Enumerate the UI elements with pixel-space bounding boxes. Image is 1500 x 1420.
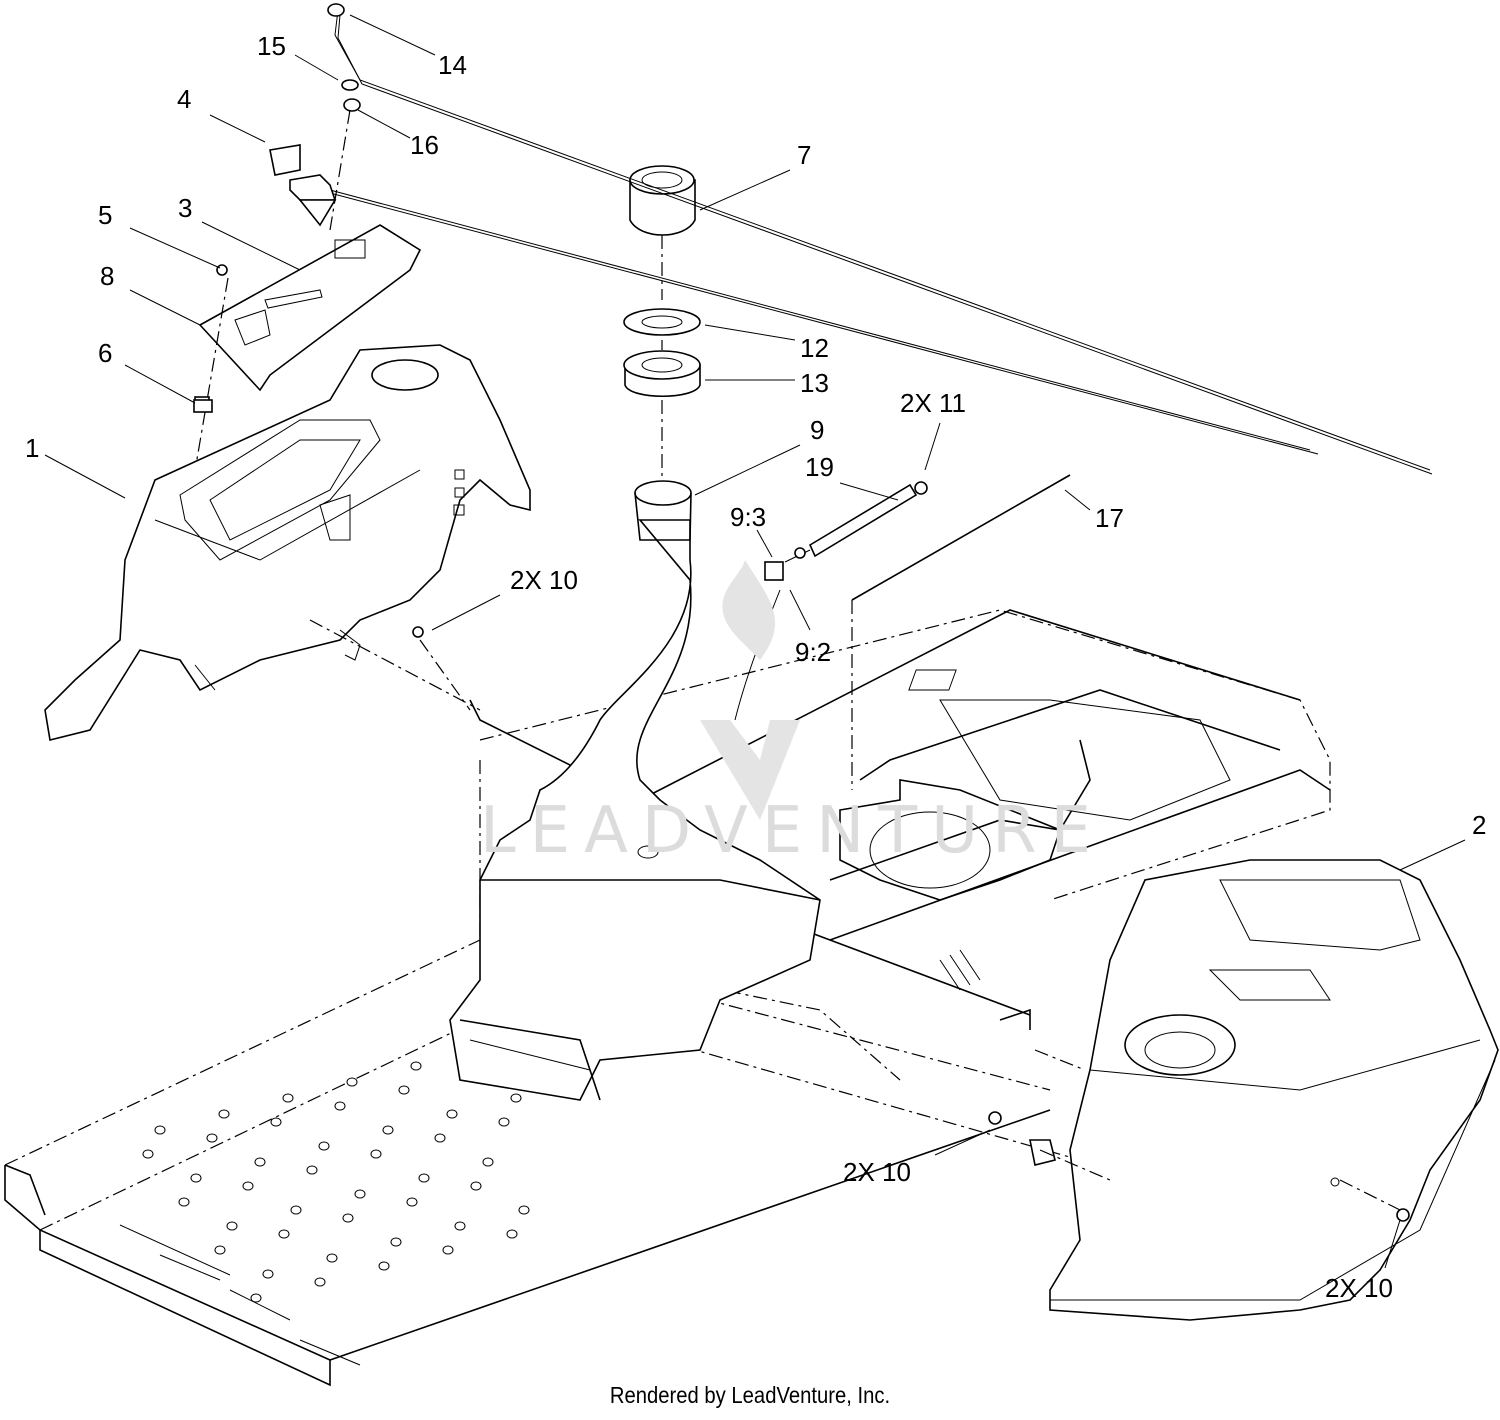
callout-9-3: 9:3 <box>730 502 766 532</box>
floor-hole <box>406 1197 418 1207</box>
vent-hose <box>784 481 928 563</box>
floor-hole <box>390 1237 402 1247</box>
left-console <box>44 344 531 741</box>
watermark-logo-icon <box>700 720 800 820</box>
floor-hole <box>346 1077 358 1087</box>
callout-1: 1 <box>25 433 39 463</box>
floor-hole <box>506 1229 518 1239</box>
floor-hole <box>434 1133 446 1143</box>
watermark-flame-icon <box>722 560 776 660</box>
floor-hole <box>306 1165 318 1175</box>
floor-hole <box>262 1269 274 1279</box>
floor-hole <box>418 1173 430 1183</box>
floor-hole <box>482 1157 494 1167</box>
callout-5: 5 <box>98 200 112 230</box>
floor-hole <box>318 1141 330 1151</box>
callout-8: 8 <box>100 261 114 291</box>
callout-7: 7 <box>797 140 811 170</box>
floor-hole <box>446 1109 458 1119</box>
callout-16: 16 <box>410 130 439 160</box>
callout-17: 17 <box>1095 503 1124 533</box>
floor-hole <box>378 1261 390 1271</box>
callout-9: 9 <box>810 415 824 445</box>
floor-hole <box>382 1125 394 1135</box>
floor-hole <box>342 1213 354 1223</box>
floor-hole <box>370 1149 382 1159</box>
fuel-cap <box>629 165 696 236</box>
floor-hole <box>442 1245 454 1255</box>
callout-9-2: 9:2 <box>795 637 831 667</box>
lever <box>269 144 337 227</box>
floor-hole <box>226 1221 238 1231</box>
callout-19: 19 <box>805 452 834 482</box>
clip-6 <box>193 399 213 413</box>
floor-hole <box>254 1157 266 1167</box>
floor-hole <box>398 1085 410 1095</box>
floor-hole <box>326 1253 338 1263</box>
callout-4: 4 <box>177 84 191 114</box>
callout-13: 13 <box>800 368 829 398</box>
rod-17 <box>851 474 1071 790</box>
cables <box>327 3 1433 475</box>
floor-hole <box>498 1117 510 1127</box>
floor-hole <box>250 1293 262 1303</box>
fuel-tank <box>449 480 821 1101</box>
callout-6: 6 <box>98 338 112 368</box>
floor-hole <box>206 1133 218 1143</box>
watermark: LEADVENTURE <box>480 560 1105 868</box>
floor-hole <box>242 1181 254 1191</box>
floor-hole <box>518 1205 530 1215</box>
hardware <box>193 264 1410 1222</box>
floor-hole <box>190 1173 202 1183</box>
callouts: 15 14 4 16 7 5 3 8 12 13 6 2X 11 9 1 19 … <box>25 31 1486 1303</box>
callout-2: 2 <box>1472 810 1486 840</box>
grommet-13 <box>623 350 701 398</box>
callout-3: 3 <box>178 193 192 223</box>
floor-hole <box>214 1245 226 1255</box>
floor-hole <box>290 1205 302 1215</box>
floor-hole <box>142 1149 154 1159</box>
gasket-12 <box>623 308 701 336</box>
floor-hole <box>314 1277 326 1287</box>
floor-hole <box>178 1197 190 1207</box>
callout-14: 14 <box>438 50 467 80</box>
callout-2x-10-a: 2X 10 <box>510 565 578 595</box>
floor-hole <box>470 1181 482 1191</box>
floor-hole <box>154 1125 166 1135</box>
callout-15: 15 <box>257 31 286 61</box>
callout-2x-10-b: 2X 10 <box>843 1157 911 1187</box>
floor-hole <box>218 1109 230 1119</box>
floor-plate-holes <box>142 1045 530 1303</box>
floor-hole <box>282 1093 294 1103</box>
watermark-text: LEADVENTURE <box>480 794 1105 868</box>
control-panel <box>189 224 422 501</box>
floor-hole <box>510 1093 522 1103</box>
footer-credit: Rendered by LeadVenture, Inc. <box>609 1382 891 1408</box>
floor-hole <box>410 1061 422 1071</box>
floor-hole <box>278 1229 290 1239</box>
right-console <box>1029 859 1499 1321</box>
callout-2x-11: 2X 11 <box>900 388 966 418</box>
floor-hole <box>454 1221 466 1231</box>
floor-hole <box>334 1101 346 1111</box>
floor-hole <box>354 1189 366 1199</box>
callout-12: 12 <box>800 333 829 363</box>
callout-2x-10-c: 2X 10 <box>1325 1273 1393 1303</box>
floor-hole <box>270 1117 282 1127</box>
leader-lines <box>44 14 1466 1269</box>
